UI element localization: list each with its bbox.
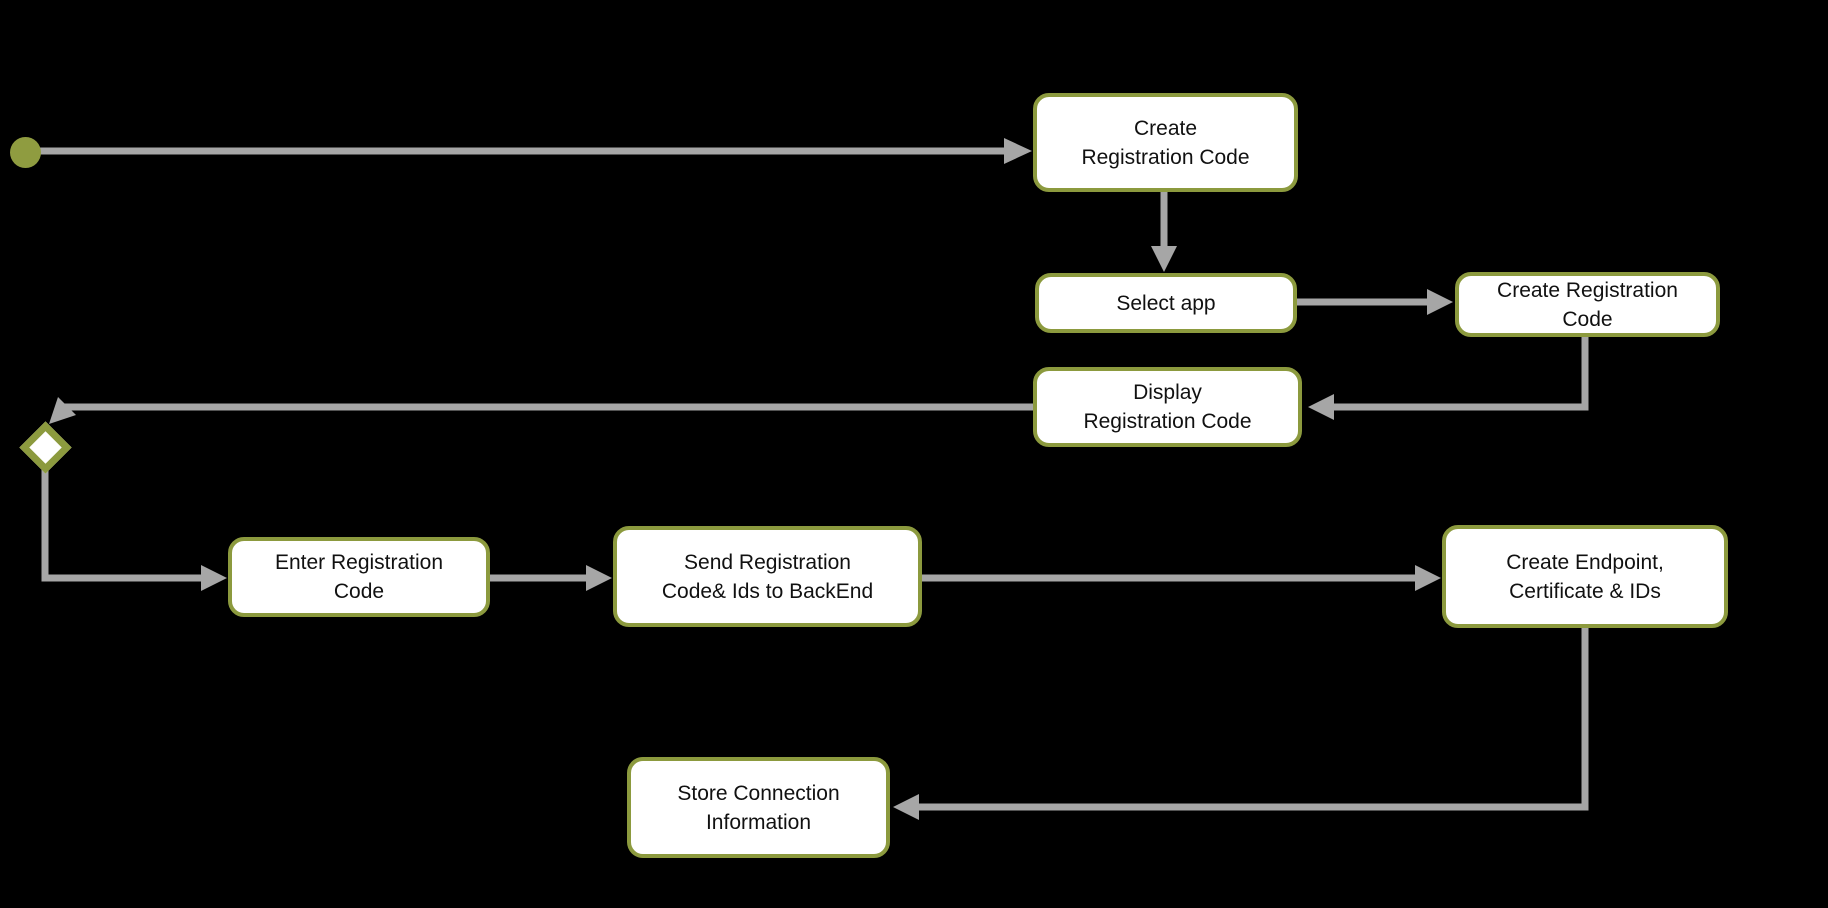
node-label: Display bbox=[1133, 381, 1202, 404]
edge-create-registration-code-1-to-select-app bbox=[1151, 192, 1177, 272]
start-node bbox=[10, 137, 41, 168]
node-label: Create bbox=[1133, 116, 1198, 140]
edge-enter-to-send bbox=[490, 565, 612, 591]
edge-decision-to-enter-registration-code bbox=[41, 470, 227, 591]
node-display-registration-code: Display Registration Code bbox=[1033, 367, 1302, 447]
node-create-registration-code-2: Create Registration Code bbox=[1455, 272, 1720, 337]
node-label: Send Registration bbox=[684, 550, 851, 574]
decision-diamond bbox=[18, 420, 72, 474]
node-create-registration-code-1: Create Registration Code bbox=[1033, 93, 1298, 192]
node-label: Code bbox=[333, 580, 385, 603]
node-label: Code& Ids to BackEnd bbox=[661, 579, 874, 603]
node-store-connection-information: Store Connection Information bbox=[627, 757, 890, 858]
node-label: Select app bbox=[1116, 291, 1216, 315]
edge-start-to-create-registration-code-1 bbox=[40, 138, 1032, 164]
node-create-endpoint-certificate-ids: Create Endpoint, Certificate & IDs bbox=[1442, 525, 1728, 628]
edge-create-registration-code-2-to-display bbox=[1308, 337, 1589, 420]
node-label: Store Connection bbox=[677, 781, 840, 805]
node-label: Certificate & IDs bbox=[1509, 579, 1661, 603]
node-enter-registration-code: Enter Registration Code bbox=[228, 537, 490, 617]
node-label: Code bbox=[1562, 307, 1613, 331]
node-label: Information bbox=[705, 810, 812, 834]
node-label: Registration Code bbox=[1083, 410, 1252, 433]
edge-display-to-decision bbox=[49, 397, 1033, 424]
edge-select-app-to-create-registration-code-2 bbox=[1297, 289, 1453, 315]
node-send-registration-code: Send Registration Code& Ids to BackEnd bbox=[613, 526, 922, 627]
node-label: Registration Code bbox=[1081, 145, 1250, 169]
node-label: Create Endpoint, bbox=[1506, 550, 1664, 574]
node-label: Create Registration bbox=[1497, 278, 1678, 302]
node-label: Enter Registration bbox=[274, 551, 444, 574]
node-select-app: Select app bbox=[1035, 273, 1297, 333]
edge-send-to-create-endpoint bbox=[922, 565, 1441, 591]
edge-create-endpoint-to-store bbox=[893, 628, 1589, 820]
decision-diamond-shape bbox=[18, 420, 72, 474]
